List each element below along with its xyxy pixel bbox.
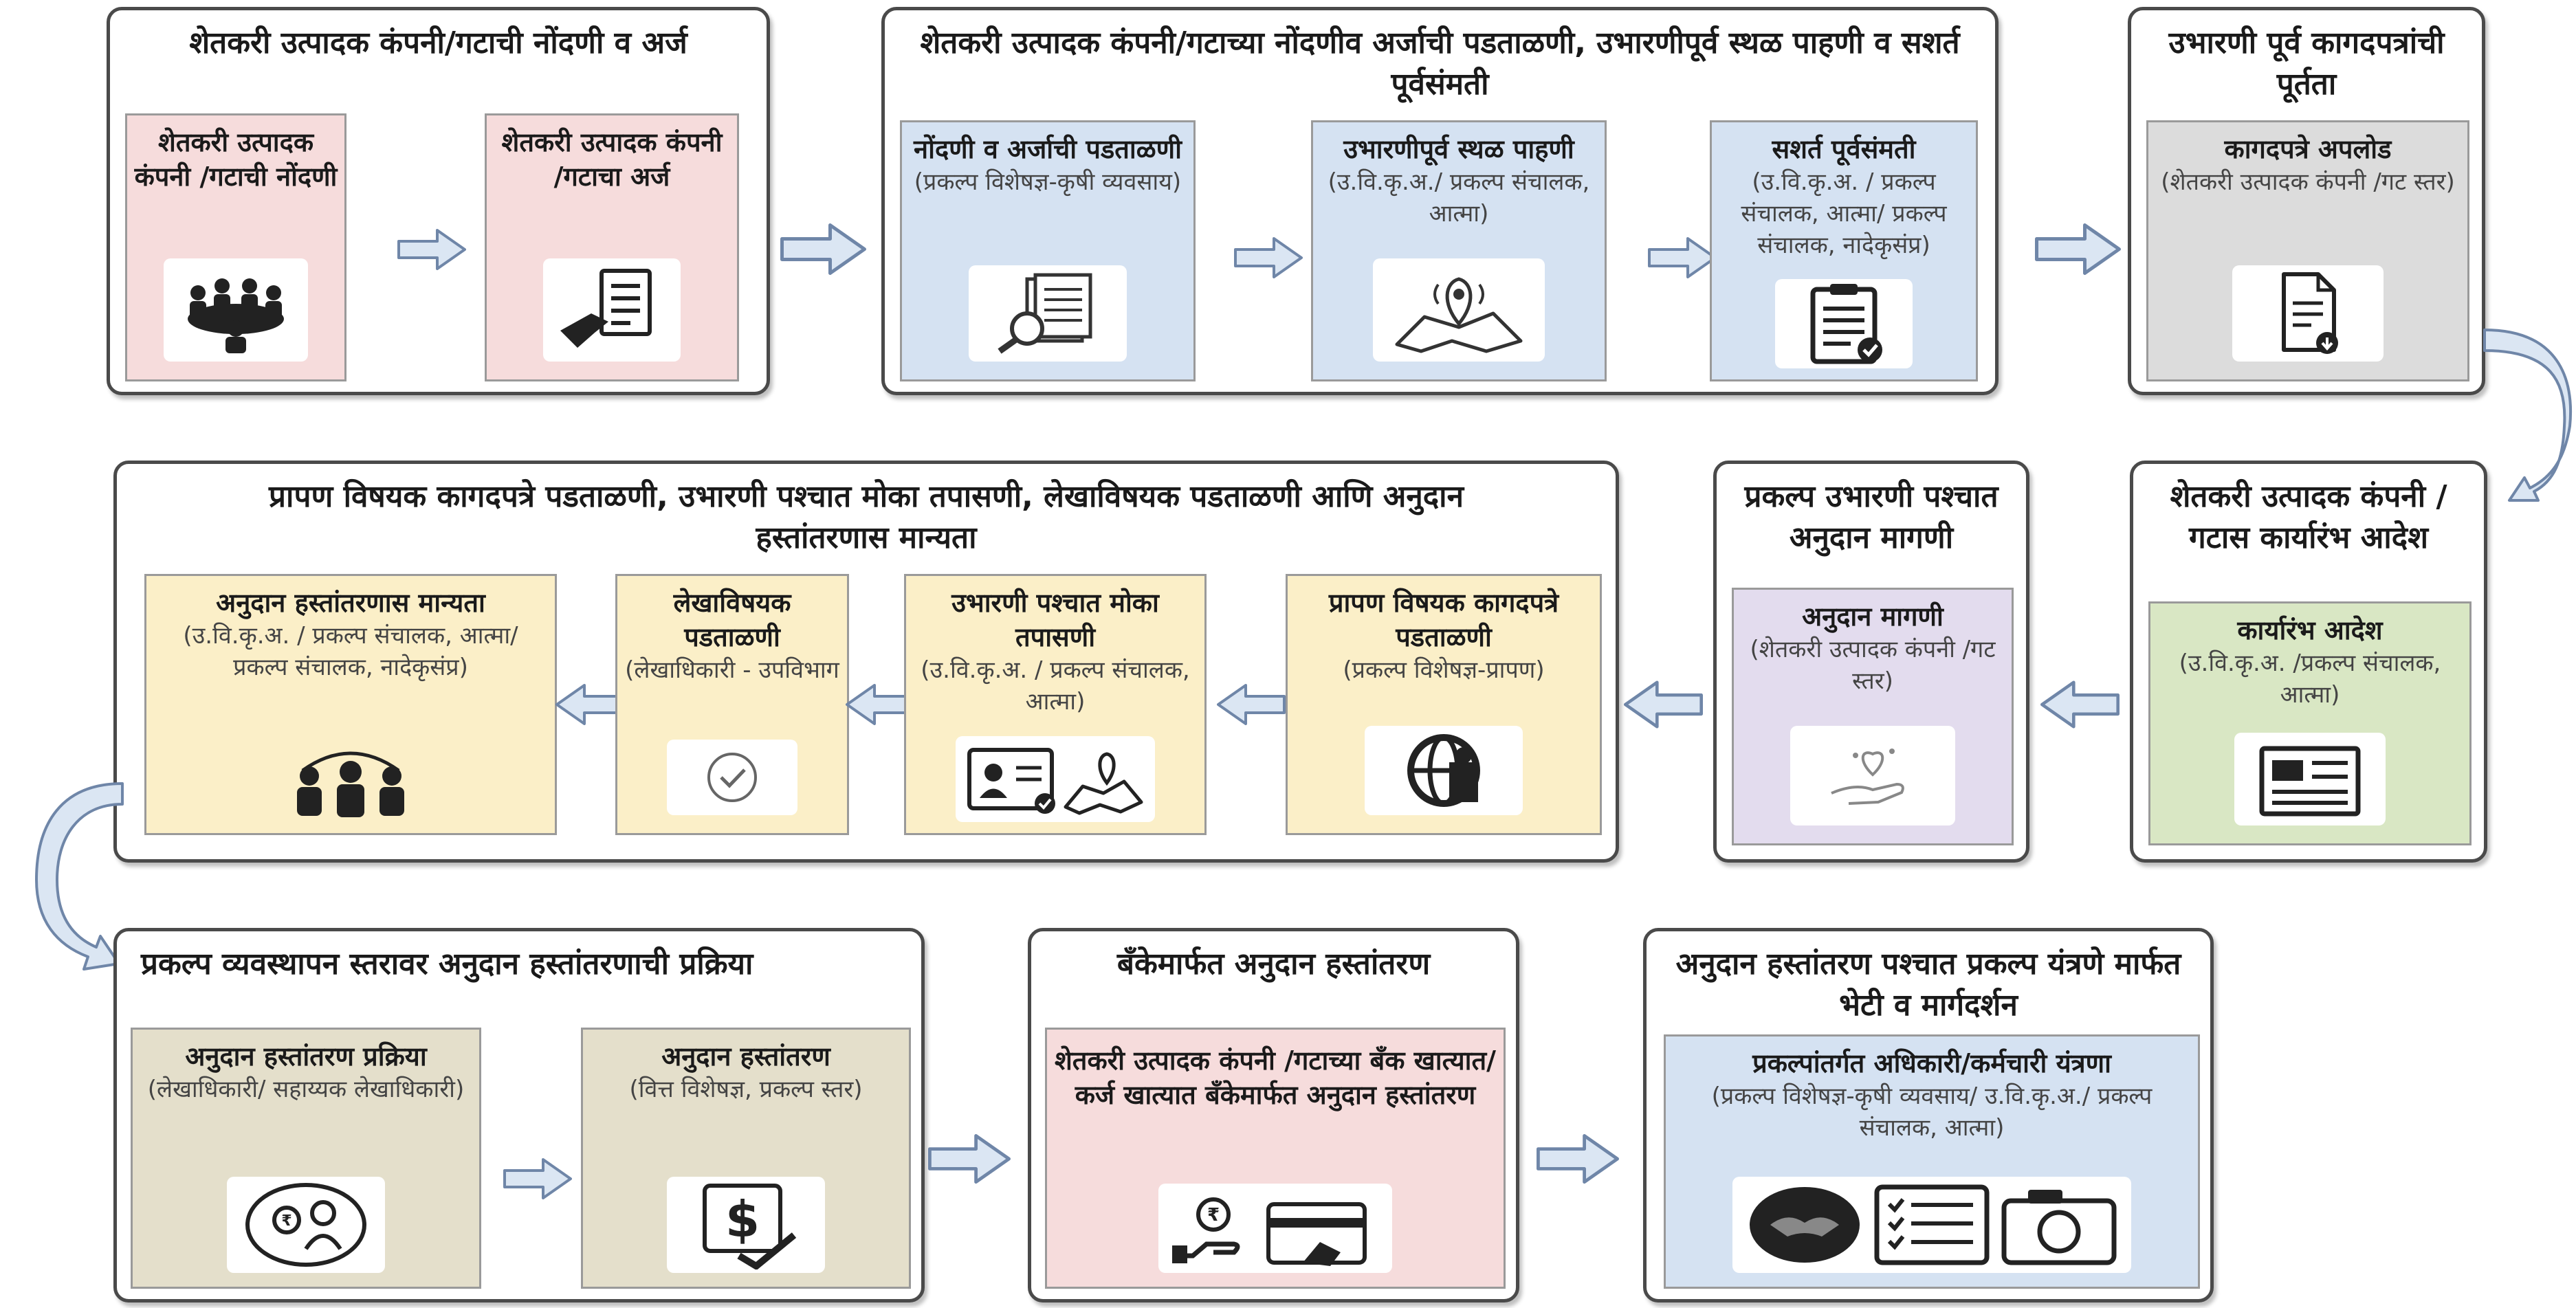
card-grant-demand: अनुदान मागणी (शेतकरी उत्पादक कंपनी /गट स… xyxy=(1732,588,2014,845)
flow-arrow xyxy=(928,1134,1011,1184)
card-title: प्रकल्पांतर्गत अधिकारी/कर्मचारी यंत्रणा xyxy=(1752,1048,2111,1078)
curved-flow-arrow xyxy=(35,782,124,971)
card-subtitle: (उ.वि.कृ.अ. /प्रकल्प संचालक, आत्मा) xyxy=(2179,650,2441,709)
card-subtitle: (प्रकल्प विशेषज्ञ-कृषी व्यवसाय) xyxy=(914,168,1182,196)
card-subtitle: (उ.वि.कृ.अ./ प्रकल्प संचालक, आत्मा) xyxy=(1328,168,1590,228)
group-title: प्रापण विषयक कागदपत्रे पडताळणी, उभारणी प… xyxy=(269,479,1464,555)
group-title: बँकेमार्फत अनुदान हस्तांतरण xyxy=(1116,946,1431,982)
curved-flow-arrow xyxy=(2483,329,2573,502)
dollar-check-icon: $ xyxy=(667,1177,825,1273)
flow-arrow xyxy=(1537,1134,1619,1184)
flow-arrow xyxy=(1648,237,1717,278)
svg-text:₹: ₹ xyxy=(281,1212,291,1230)
group-pm-grant-transfer-process: प्रकल्प व्यवस्थापन स्तरावर अनुदान हस्तां… xyxy=(113,928,925,1303)
card-project-officers-staff: प्रकल्पांतर्गत अधिकारी/कर्मचारी यंत्रणा … xyxy=(1664,1034,2200,1289)
group-title: प्रकल्प उभारणी पश्चात अनुदान मागणी xyxy=(1744,479,1999,555)
card-subtitle: (लेखाधिकारी/ सहाय्यक लेखाधिकारी) xyxy=(147,1076,465,1103)
card-registration-verification: नोंदणी व अर्जाची पडताळणी (प्रकल्प विशेषज… xyxy=(900,120,1196,381)
flow-arrow xyxy=(1217,684,1286,725)
group-title: शेतकरी उत्पादक कंपनी /गटास कार्यारंभ आदे… xyxy=(2170,479,2447,555)
card-subtitle: (प्रकल्प विशेषज्ञ-प्रापण) xyxy=(1343,656,1545,684)
card-post-construction-inspection: उभारणी पश्चात मोका तपासणी (उ.वि.कृ.अ. / … xyxy=(904,574,1207,835)
group-registration-application: शेतकरी उत्पादक कंपनी/गटाची नोंदणी व अर्ज… xyxy=(107,7,770,395)
document-hand-icon xyxy=(543,258,681,362)
procurement-globe-icon xyxy=(1365,726,1523,815)
card-subtitle: (लेखाधिकारी - उपविभाग xyxy=(625,656,839,684)
team-approval-icon xyxy=(268,733,433,822)
flow-arrow xyxy=(503,1158,572,1199)
group-pre-construction-documents: उभारणी पूर्व कागदपत्रांची पूर्तता कागदपत… xyxy=(2128,7,2485,395)
card-title: सशर्त पूर्वसंमती xyxy=(1772,134,1916,164)
card-title: उभारणीपूर्व स्थळ पाहणी xyxy=(1343,134,1574,164)
meeting-group-icon xyxy=(164,258,308,362)
card-title: अनुदान हस्तांतरणास मान्यता xyxy=(216,588,485,618)
hand-grant-icon xyxy=(1790,726,1955,825)
card-grant-transfer-approval: अनुदान हस्तांतरणास मान्यता (उ.वि.कृ.अ. /… xyxy=(144,574,557,835)
card-title: अनुदान हस्तांतरण xyxy=(661,1041,830,1072)
group-grant-demand: प्रकल्प उभारणी पश्चात अनुदान मागणी अनुदा… xyxy=(1713,461,2029,863)
svg-text:₹: ₹ xyxy=(1207,1205,1220,1226)
flow-arrow xyxy=(397,229,466,270)
group-title: उभारणी पूर्व कागदपत्रांची पूर्तता xyxy=(2168,25,2445,102)
card-subtitle: (उ.वि.कृ.अ. / प्रकल्प संचालक, आत्मा/ प्र… xyxy=(1741,168,1947,259)
card-subtitle: (उ.वि.कृ.अ. / प्रकल्प संचालक, आत्मा) xyxy=(921,656,1190,716)
card-pre-construction-site-visit: उभारणीपूर्व स्थळ पाहणी (उ.वि.कृ.अ./ प्रक… xyxy=(1311,120,1607,381)
card-grant-transfer-process: अनुदान हस्तांतरण प्रक्रिया (लेखाधिकारी/ … xyxy=(131,1028,481,1289)
card-subtitle: (शेतकरी उत्पादक कंपनी /गट स्तर) xyxy=(2161,168,2455,196)
flow-arrow xyxy=(2035,223,2121,275)
card-fpo-application: शेतकरी उत्पादक कंपनी /गटाचा अर्ज xyxy=(485,113,739,381)
inspection-id-map-icon xyxy=(956,736,1155,822)
group-bank-transfer: बँकेमार्फत अनुदान हस्तांतरण शेतकरी उत्पा… xyxy=(1028,928,1519,1303)
card-title: नोंदणी व अर्जाची पडताळणी xyxy=(914,134,1182,164)
card-subtitle: (शेतकरी उत्पादक कंपनी /गट स्तर) xyxy=(1750,636,1996,695)
card-accounts-verification: लेखाविषयक पडताळणी (लेखाधिकारी - उपविभाग xyxy=(615,574,849,835)
map-location-icon xyxy=(1373,258,1545,362)
bank-transfer-icon: ₹ xyxy=(1158,1184,1392,1273)
card-title: अनुदान मागणी xyxy=(1802,601,1944,632)
group-title: प्रकल्प व्यवस्थापन स्तरावर अनुदान हस्तां… xyxy=(141,946,753,982)
group-title: अनुदान हस्तांतरण पश्चात प्रकल्प यंत्रणे … xyxy=(1675,946,2181,1023)
group-work-order: शेतकरी उत्पादक कंपनी /गटास कार्यारंभ आदे… xyxy=(2130,461,2487,863)
card-title: शेतकरी उत्पादक कंपनी /गटाचा अर्ज xyxy=(501,127,723,192)
group-title: शेतकरी उत्पादक कंपनी/गटाची नोंदणी व अर्ज xyxy=(189,25,687,60)
card-bank-grant-transfer: शेतकरी उत्पादक कंपनी /गटाच्या बँक खात्या… xyxy=(1045,1028,1506,1289)
card-title: शेतकरी उत्पादक कंपनी /गटाच्या बँक खात्या… xyxy=(1054,1045,1497,1110)
card-subtitle: (उ.वि.कृ.अ. / प्रकल्प संचालक, आत्मा/ प्र… xyxy=(183,622,518,681)
card-document-upload: कागदपत्रे अपलोड (शेतकरी उत्पादक कंपनी /ग… xyxy=(2146,120,2469,381)
card-procurement-docs-verification: प्रापण विषयक कागदपत्रे पडताळणी (प्रकल्प … xyxy=(1286,574,1602,835)
card-work-order: कार्यारंभ आदेश (उ.वि.कृ.अ. /प्रकल्प संचा… xyxy=(2148,601,2472,845)
group-verification-approval: प्रापण विषयक कागदपत्रे पडताळणी, उभारणी प… xyxy=(113,461,1619,863)
card-subtitle: (वित्त विशेषज्ञ, प्रकल्प स्तर) xyxy=(629,1076,863,1103)
card-subtitle: (प्रकल्प विशेषज्ञ-कृषी व्यवसाय/ उ.वि.कृ.… xyxy=(1711,1083,2153,1142)
clipboard-check-icon xyxy=(1775,279,1913,368)
handshake-checklist-camera-icon xyxy=(1732,1177,2131,1273)
group-title: शेतकरी उत्पादक कंपनी/गटाच्या नोंदणीव अर्… xyxy=(920,25,1960,102)
card-title: कार्यारंभ आदेश xyxy=(2237,615,2383,645)
document-upload-icon xyxy=(2232,265,2384,362)
card-conditional-approval: सशर्त पूर्वसंमती (उ.वि.कृ.अ. / प्रकल्प स… xyxy=(1710,120,1978,381)
card-fpo-registration: शेतकरी उत्पादक कंपनी /गटाची नोंदणी xyxy=(125,113,346,381)
flow-arrow xyxy=(2040,680,2120,729)
card-title: लेखाविषयक पडताळणी xyxy=(673,588,791,652)
card-title: अनुदान हस्तांतरण प्रक्रिया xyxy=(185,1041,427,1072)
flow-arrow xyxy=(555,684,624,725)
svg-text:$: $ xyxy=(725,1190,760,1248)
document-search-icon xyxy=(969,265,1127,362)
check-circle-icon xyxy=(667,740,797,815)
card-title: उभारणी पश्चात मोका तपासणी xyxy=(951,588,1159,652)
card-title: कागदपत्रे अपलोड xyxy=(2224,134,2392,164)
officer-rupee-icon: ₹ xyxy=(227,1177,385,1273)
flow-arrow xyxy=(780,223,866,275)
flow-arrow xyxy=(1624,680,1703,729)
card-title: शेतकरी उत्पादक कंपनी /गटाची नोंदणी xyxy=(134,127,338,192)
newspaper-order-icon xyxy=(2234,733,2386,825)
group-verification-inspection: शेतकरी उत्पादक कंपनी/गटाच्या नोंदणीव अर्… xyxy=(881,7,1999,395)
card-grant-transfer: अनुदान हस्तांतरण (वित्त विशेषज्ञ, प्रकल्… xyxy=(581,1028,911,1289)
card-title: प्रापण विषयक कागदपत्रे पडताळणी xyxy=(1328,588,1559,652)
flow-arrow xyxy=(1234,237,1303,278)
group-post-transfer-visits: अनुदान हस्तांतरण पश्चात प्रकल्प यंत्रणे … xyxy=(1643,928,2214,1303)
